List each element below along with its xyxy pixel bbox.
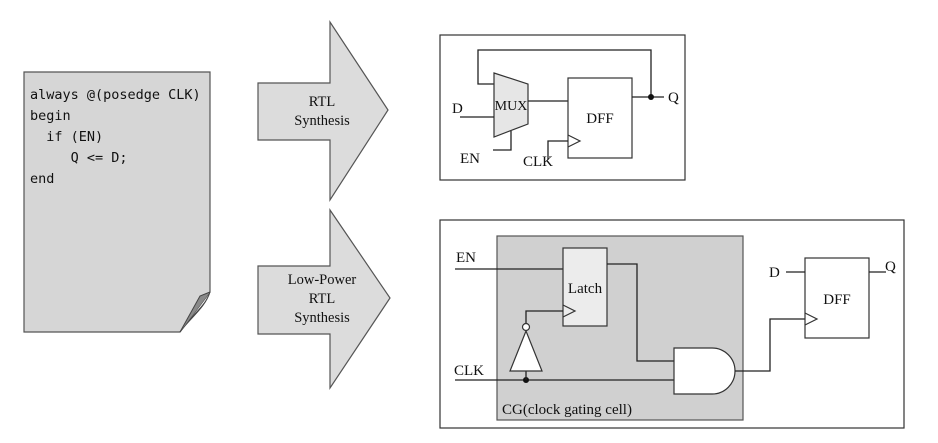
low-power-arrow-line-1: Low-Power [288,272,357,288]
inverter-shape [509,329,543,372]
rtl-arrow-shape [257,19,389,203]
low-power-arrow-line-2: RTL [309,291,336,307]
d-label: D [452,101,463,117]
rtl-arrow-line-2: Synthesis [294,113,350,129]
feedback-wire [477,49,652,97]
code-line-2: begin [30,108,71,124]
gated-d-label: D [769,265,780,281]
dff-clock-triangle [567,134,582,148]
inverter-bubble [521,322,531,332]
code-line-3: if (EN) [30,129,103,145]
q-label: Q [668,90,679,106]
latch-to-and-wire [607,263,674,362]
gated-dff-clock-triangle [804,312,819,326]
gated-q-label: Q [885,259,896,275]
gated-dff-label: DFF [823,292,851,308]
code-line-5: end [30,171,54,187]
en-select-wire [493,131,512,151]
clk-label: CLK [523,154,553,170]
mux-dff-circuit: MUX D EN DFF CLK Q [439,34,686,181]
low-power-arrow-line-3: Synthesis [294,310,350,326]
and-gate-shape [673,347,736,395]
code-line-4: Q <= D; [30,150,128,166]
cg-cell-label: CG(clock gating cell) [502,402,632,418]
code-line-1: always @(posedge CLK) [30,87,201,103]
clock-gated-circuit: CG(clock gating cell) EN Latch CLK DFF D [439,219,905,429]
rtl-arrow-line-1: RTL [309,94,336,110]
gated-en-label: EN [456,250,476,266]
dff-box [567,77,633,159]
clk-input-wire [547,140,568,160]
latch-clock-triangle [562,304,577,318]
gated-clock-wire [735,318,805,372]
mux-label: MUX [495,99,528,114]
dff-label: DFF [586,111,614,127]
en-label: EN [460,151,480,167]
q-junction-dot [648,94,654,100]
page-curl-fold [179,291,211,333]
mux-circuit-frame [439,34,686,181]
rtl-synthesis-arrow: RTL Synthesis [257,19,389,203]
inverter-to-latch-wire [525,310,563,323]
low-power-synthesis-arrow: Low-Power RTL Synthesis [257,208,391,390]
mux-shape [493,72,529,138]
low-power-arrow-shape [257,208,391,390]
gated-dff-box [804,257,870,339]
latch-label: Latch [568,281,603,297]
verilog-code-page: always @(posedge CLK) begin if (EN) Q <=… [23,71,211,333]
gated-clk-label: CLK [454,363,484,379]
